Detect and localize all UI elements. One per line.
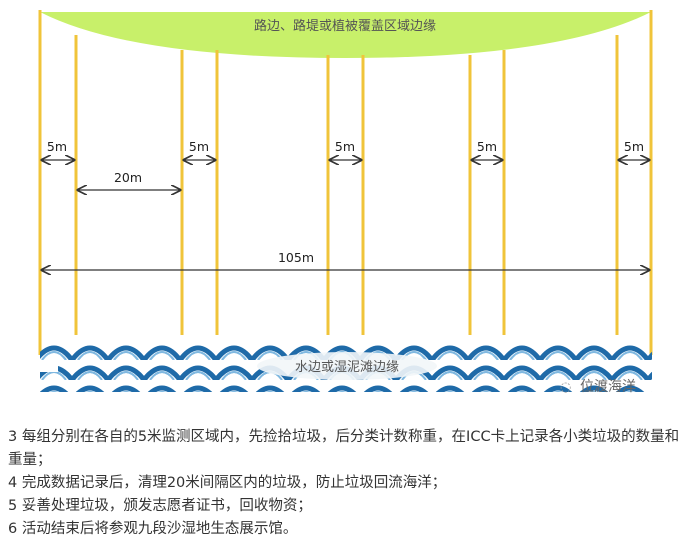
instruction-5: 5 妥善处理垃圾，颁发志愿者证书，回收物资； bbox=[8, 498, 312, 514]
beach-survey-diagram: 路边、路堤或植被覆盖区域边缘 5m 5m 5m 5m 5m 20m 105m 水… bbox=[38, 10, 653, 395]
label-5m: 5m bbox=[477, 139, 497, 154]
watermark: 位渡海洋 bbox=[580, 379, 636, 395]
label-5m: 5m bbox=[335, 139, 355, 154]
instruction-3: 3 每组分别在各自的5米监测区域内，先捡拾垃圾，后分类计数称重，在ICC卡上记录… bbox=[8, 429, 680, 468]
wechat-icon: ◌ bbox=[560, 380, 571, 395]
vegetation-edge bbox=[40, 12, 651, 58]
label-20m: 20m bbox=[114, 170, 142, 185]
bottom-label-cloud bbox=[257, 352, 437, 380]
label-5m: 5m bbox=[189, 139, 209, 154]
label-5m: 5m bbox=[47, 139, 67, 154]
poles bbox=[38, 10, 653, 355]
top-label: 路边、路堤或植被覆盖区域边缘 bbox=[254, 18, 436, 34]
label-5m: 5m bbox=[624, 139, 644, 154]
instruction-4: 4 完成数据记录后，清理20米间隔区内的垃圾，防止垃圾回流海洋； bbox=[8, 475, 447, 491]
label-105m: 105m bbox=[278, 250, 314, 265]
instructions: 3 每组分别在各自的5米监测区域内，先捡拾垃圾，后分类计数称重，在ICC卡上记录… bbox=[8, 426, 680, 541]
bottom-label: 水边或湿泥滩边缘 bbox=[295, 360, 399, 375]
instruction-6: 6 活动结束后将参观九段沙湿地生态展示馆。 bbox=[8, 521, 298, 537]
